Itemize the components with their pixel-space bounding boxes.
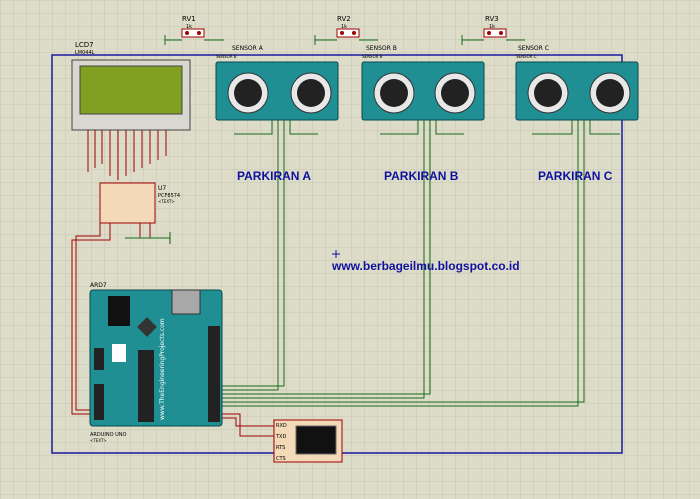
virtual-terminal[interactable]: RXD TXD RTS CTS: [222, 413, 343, 463]
usb-port: [171, 289, 201, 315]
sensor-b-sub: SENSOR B: [362, 54, 383, 59]
expander-text-tag: <TEXT>: [158, 199, 175, 204]
rv3-ref: RV3: [485, 15, 499, 23]
lcd-module[interactable]: LCD7 LM044L: [71, 41, 191, 180]
lcd-ref: LCD7: [75, 41, 94, 49]
rv3-value: 1k: [489, 24, 495, 30]
arduino-part: ARDUINO UNO: [90, 432, 127, 438]
atmega-chip: [138, 350, 154, 422]
potentiometer-rv3[interactable]: RV3 1k: [461, 15, 525, 45]
potentiometer-rv1[interactable]: RV1 1k: [164, 15, 224, 45]
website-text: www.berbageilmu.blogspot.co.id: [331, 259, 520, 273]
ultrasonic-sensor-a[interactable]: SENSOR A SENSOR B: [215, 45, 339, 391]
lcd-screen: [79, 65, 183, 115]
io-expander[interactable]: U7 PCF8574 <TEXT>: [71, 182, 180, 415]
lcd-part: LM044L: [75, 50, 95, 56]
parking-label-c: PARKIRAN C: [538, 169, 613, 183]
rv1-value: 1k: [186, 24, 192, 30]
arduino-text-tag: <TEXT>: [90, 438, 107, 443]
sensor-a-sub: SENSOR B: [216, 54, 237, 59]
expander-ref: U7: [158, 185, 166, 192]
parking-label-b: PARKIRAN B: [384, 169, 459, 183]
arduino-ref: ARD7: [90, 282, 107, 289]
terminal-pin-cts: CTS: [276, 456, 286, 462]
rv2-value: 1k: [341, 24, 347, 30]
rv2-ref: RV2: [337, 15, 351, 23]
ultrasonic-sensor-c[interactable]: SENSOR C SENSOR C: [222, 45, 639, 407]
expander-part: PCF8574: [158, 193, 180, 199]
power-jack: [108, 296, 130, 326]
terminal-screen: [295, 425, 337, 455]
ultrasonic-sensor-b[interactable]: SENSOR B SENSOR B: [222, 45, 485, 399]
sensor-c-sub: SENSOR C: [516, 54, 537, 59]
arduino-board[interactable]: ARD7 www.TheEngineeringProjects.com ARDU…: [89, 282, 223, 443]
terminal-pin-rxd: RXD: [276, 423, 287, 429]
rv1-ref: RV1: [182, 15, 196, 23]
terminal-pin-txd: TXD: [275, 434, 286, 440]
potentiometer-rv2[interactable]: RV2 1k: [314, 15, 378, 45]
terminal-pin-rts: RTS: [276, 445, 285, 451]
sensor-a-ref: SENSOR A: [232, 45, 264, 52]
sensor-b-ref: SENSOR B: [366, 45, 397, 52]
arduino-brand: www.TheEngineeringProjects.com: [159, 318, 166, 420]
sensor-c-ref: SENSOR C: [518, 45, 549, 52]
parking-label-a: PARKIRAN A: [237, 169, 311, 183]
